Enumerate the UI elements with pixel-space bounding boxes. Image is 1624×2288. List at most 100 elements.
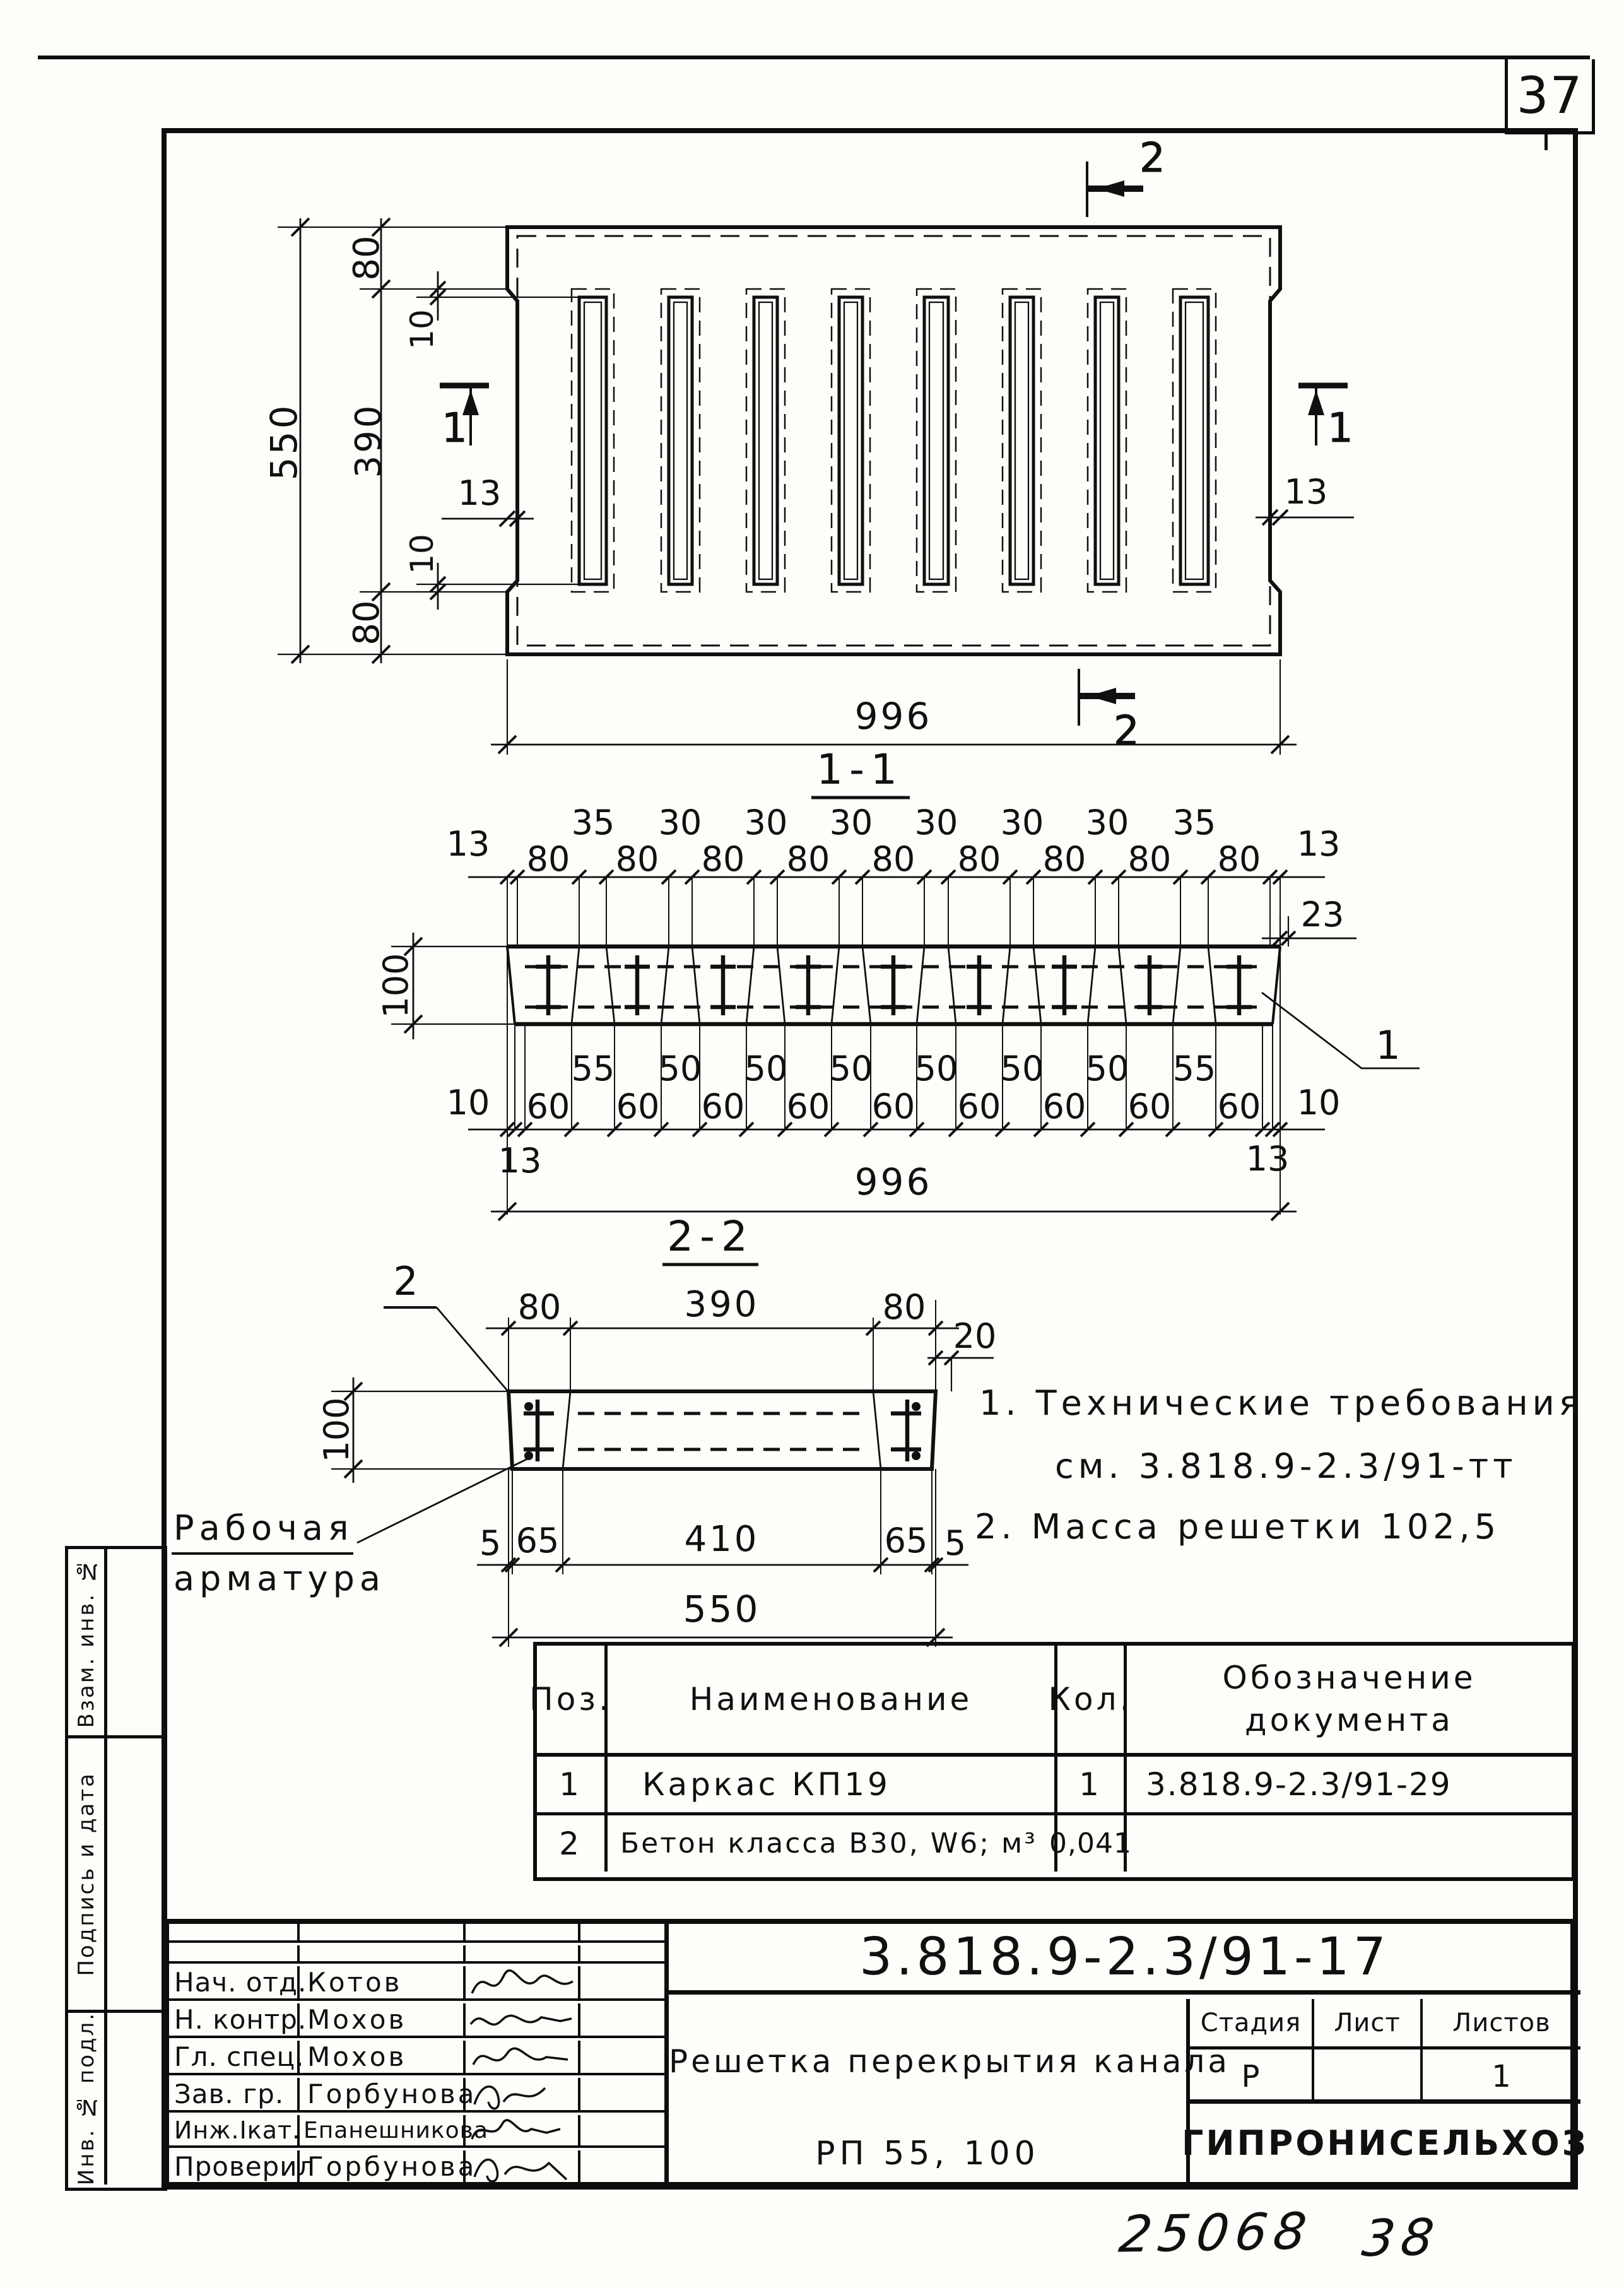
- svg-text:80: 80: [1043, 839, 1086, 879]
- svg-text:55: 55: [572, 1049, 615, 1088]
- s2-dim-390: 390: [685, 1284, 760, 1325]
- signature-table: Нач. отд. Котов Н. контр. Мохов Гл. спец…: [169, 1924, 669, 2183]
- s1-dim-23: 23: [1301, 895, 1345, 935]
- signature-row: Нач. отд. Котов: [169, 1966, 669, 2001]
- s1-top-chain: 13 80 35 80 30 80 30 80 30 80 30 80 30 8…: [447, 803, 1341, 879]
- document-number-box: 3.818.9-2.3/91-17: [669, 1924, 1580, 1995]
- s2-dim-100: 100: [317, 1397, 356, 1462]
- svg-text:30: 30: [915, 803, 958, 842]
- svg-text:50: 50: [830, 1049, 873, 1088]
- sheet-number-tick: [1545, 131, 1548, 150]
- s2-rebar-label-1: Рабочая: [174, 1508, 353, 1548]
- s2-dim-65-right: 65: [885, 1521, 928, 1560]
- empty-row: [169, 1924, 669, 1943]
- svg-text:30: 30: [659, 803, 702, 842]
- section1-title: 1-1: [816, 745, 903, 794]
- plan-view: 550 390 80 80 10 10 13 13 996: [262, 135, 1354, 755]
- s2-rebar-label-2: арматура: [174, 1559, 385, 1598]
- svg-text:50: 50: [744, 1049, 788, 1088]
- stamp-cell-top: Взам. инв. №: [68, 1549, 164, 1738]
- section2-title: 2-2: [667, 1212, 754, 1261]
- dim-390: 390: [348, 403, 389, 478]
- col-name: Наименование: [608, 1646, 1057, 1753]
- svg-text:60: 60: [616, 1087, 660, 1126]
- note-1b: см. 3.818.9-2.3/91-тт: [1055, 1446, 1517, 1486]
- svg-text:35: 35: [572, 803, 615, 842]
- stage-grid: Стадия Лист Листов Р 1: [1190, 1999, 1580, 2104]
- dim-80-bottom: 80: [346, 600, 387, 645]
- dim-13-left: 13: [458, 473, 502, 513]
- plan-outline: [505, 225, 1282, 656]
- parts-table-row: 1 Каркас КП19 1 3.818.9-2.3/91-29: [537, 1757, 1572, 1815]
- plan-hidden-outline: [516, 235, 1271, 647]
- inventory-number: 25068: [1115, 2202, 1316, 2264]
- stamp-cell-middle: Подпись и дата: [68, 1738, 164, 2013]
- sheet-number-bottom: 38: [1359, 2207, 1444, 2268]
- document-number: 3.818.9-2.3/91-17: [859, 1927, 1390, 1987]
- signature: [466, 2041, 580, 2073]
- s2-stirrups: [524, 1400, 921, 1461]
- svg-text:55: 55: [1173, 1049, 1216, 1088]
- svg-text:13: 13: [447, 824, 490, 864]
- svg-text:80: 80: [702, 839, 745, 879]
- s2-dim-410: 410: [685, 1519, 760, 1560]
- signature: [466, 2150, 580, 2183]
- organization: ГИПРОНИСЕЛЬХОЗ: [1181, 2123, 1589, 2163]
- svg-text:80: 80: [872, 839, 915, 879]
- signature-row: Проверил Горбунова: [169, 2150, 669, 2183]
- dim-ticks: [290, 217, 447, 664]
- svg-text:50: 50: [659, 1049, 702, 1088]
- svg-text:60: 60: [787, 1087, 830, 1126]
- s1-bottom-chain: 10 60 55 60 50 60 50 60 50 60 50 60 50 6…: [447, 1049, 1341, 1126]
- svg-text:80: 80: [527, 839, 570, 879]
- svg-text:30: 30: [830, 803, 873, 842]
- signature: [466, 2003, 580, 2036]
- svg-text:10: 10: [447, 1083, 490, 1123]
- s1-bottom-ticks: [499, 1121, 1288, 1138]
- s2-beam-outline: [506, 1389, 938, 1471]
- plan-slots: [577, 295, 1210, 586]
- svg-text:60: 60: [1128, 1087, 1172, 1126]
- svg-text:10: 10: [1297, 1083, 1341, 1123]
- svg-text:80: 80: [616, 839, 659, 879]
- stamp-label-top: Взам. инв. №: [68, 1549, 107, 1735]
- stage-label: Стадия: [1190, 1999, 1314, 2046]
- s2-dim-80-left: 80: [518, 1287, 562, 1327]
- col-pos: Поз.: [529, 1646, 609, 1753]
- svg-text:60: 60: [958, 1087, 1001, 1126]
- signature: [466, 2078, 580, 2110]
- col-doc: Обозначение документа: [1222, 1659, 1476, 1739]
- top-rule: [38, 56, 1590, 59]
- dim-550: 550: [262, 403, 305, 481]
- section-2-2: 2-2 2 80 390 80 20: [172, 1212, 996, 1648]
- note-1: 1. Технические требования: [979, 1383, 1584, 1423]
- sheet-label: Лист: [1314, 1999, 1423, 2046]
- plan-slot-hidden-edges: [570, 288, 1217, 593]
- stamp-cell-bottom: Инв. № подл.: [68, 2012, 164, 2186]
- stamp-column: Взам. инв. № Подпись и дата Инв. № подл.: [65, 1546, 167, 2191]
- signature-row: Инж.Iкат. Епанешникова: [169, 2115, 669, 2148]
- col-qty: Кол.: [1049, 1646, 1129, 1753]
- s1-dim-996: 996: [855, 1160, 933, 1203]
- dim-80-top: 80: [346, 235, 387, 280]
- marker-2-bottom: 2: [1114, 708, 1139, 755]
- drawing-frame: [162, 128, 1578, 2190]
- s1-dim-13-right: 13: [1246, 1139, 1290, 1179]
- svg-text:60: 60: [702, 1087, 745, 1126]
- organization-cell: ГИПРОНИСЕЛЬХОЗ: [1182, 2104, 1586, 2182]
- product-code: РП 55, 100: [815, 2135, 1040, 2173]
- dim-10-top: 10: [404, 309, 440, 350]
- svg-text:13: 13: [1297, 824, 1341, 864]
- signature: [466, 2115, 580, 2145]
- svg-text:50: 50: [1086, 1049, 1129, 1088]
- svg-text:50: 50: [1001, 1049, 1044, 1088]
- signature-row: Н. контр. Мохов: [169, 2003, 669, 2038]
- svg-text:30: 30: [744, 803, 788, 842]
- stage-value: Р: [1190, 2049, 1314, 2104]
- svg-text:80: 80: [958, 839, 1001, 879]
- marker-2-top: 2: [1139, 135, 1165, 182]
- s1-top-ticks: [499, 869, 1288, 885]
- parts-table-header: Поз. Наименование Кол. Обозначение докум…: [529, 1646, 1572, 1757]
- parts-table: Поз. Наименование Кол. Обозначение докум…: [529, 1642, 1575, 1881]
